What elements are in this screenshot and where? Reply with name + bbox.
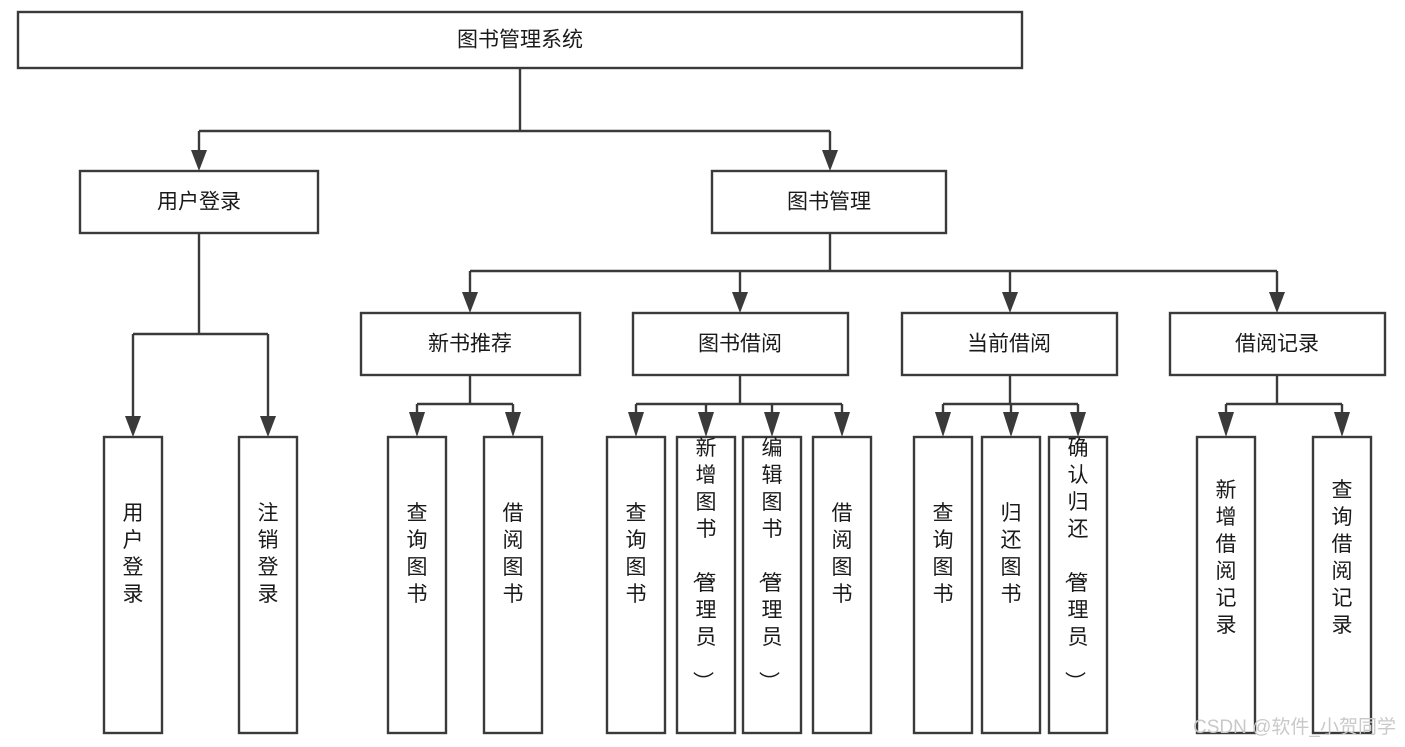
node-root-label: 图书管理系统 xyxy=(457,29,583,52)
leaf-cb-query-book-box[interactable] xyxy=(912,435,974,735)
arrow-cb-leaf2 xyxy=(1003,412,1019,437)
node-book-borrow[interactable]: 图书借阅 xyxy=(631,311,850,377)
leaf-nb-query-book-label: 查询图书 xyxy=(407,502,428,606)
arrow-nb-leaf2 xyxy=(505,412,521,437)
leaf-bb-add-book-label: 新增图书（管理员） xyxy=(691,437,717,692)
arrow-new-book xyxy=(462,292,478,313)
leaf-logout-label: 注销登录 xyxy=(258,502,279,606)
arrow-leaf-user-login xyxy=(125,416,141,437)
arrow-leaf-logout xyxy=(260,416,276,437)
leaf-node-cb-return-book[interactable]: 归还图书 xyxy=(980,435,1042,735)
leaf-node-cb-confirm-return[interactable]: 确认归还（管理员） xyxy=(1047,435,1109,735)
arrow-nb-leaf1 xyxy=(409,412,425,437)
node-user-login-box[interactable] xyxy=(78,169,320,235)
leaf-user-login-box[interactable] xyxy=(102,435,164,735)
leaf-node-bb-edit-book[interactable]: 编辑图书（管理员） xyxy=(741,435,803,735)
leaf-node-br-query-record[interactable]: 查询借阅记录 xyxy=(1311,435,1373,735)
leaf-bb-borrow-book-box[interactable] xyxy=(811,435,873,735)
arrow-current-borrow xyxy=(1002,292,1018,313)
node-current-borrow-box[interactable] xyxy=(900,311,1119,377)
arrow-cb-leaf3 xyxy=(1070,412,1086,437)
arrow-book-borrow xyxy=(732,292,748,313)
node-borrow-record-box[interactable] xyxy=(1168,311,1387,377)
arrow-cb-leaf1 xyxy=(935,412,951,437)
leaf-node-br-add-record[interactable]: 新增借阅记录 xyxy=(1195,435,1257,735)
arrow-book-manage xyxy=(822,150,838,171)
node-user-login[interactable]: 用户登录 xyxy=(78,169,320,235)
leaf-cb-confirm-return-label: 确认归还（管理员） xyxy=(1063,437,1089,692)
node-book-borrow-label: 图书借阅 xyxy=(698,333,782,356)
leaf-cb-return-book-box[interactable] xyxy=(980,435,1042,735)
leaf-cb-query-book-label: 查询图书 xyxy=(933,502,954,606)
leaf-bb-edit-book-label: 编辑图书（管理员） xyxy=(757,437,783,692)
leaf-node-nb-query-book[interactable]: 查询图书 xyxy=(386,435,448,735)
leaf-bb-query-book-box[interactable] xyxy=(605,435,667,735)
node-new-book-recommend-label: 新书推荐 xyxy=(428,333,512,356)
leaf-node-nb-borrow-book[interactable]: 借阅图书 xyxy=(482,435,544,735)
leaf-cb-return-book-label: 归还图书 xyxy=(1001,502,1022,606)
leaf-br-add-record-box[interactable] xyxy=(1195,435,1257,735)
node-root-box[interactable] xyxy=(16,10,1024,70)
node-current-borrow-label: 当前借阅 xyxy=(967,333,1051,356)
leaf-br-query-record-box[interactable] xyxy=(1311,435,1373,735)
node-borrow-record[interactable]: 借阅记录 xyxy=(1168,311,1387,377)
leaf-bb-edit-book-box[interactable] xyxy=(741,435,803,735)
node-root[interactable]: 图书管理系统 xyxy=(16,10,1024,70)
arrow-bb-leaf4 xyxy=(834,412,850,437)
node-book-manage-label: 图书管理 xyxy=(787,191,871,214)
leaf-br-add-record-label: 新增借阅记录 xyxy=(1216,479,1237,637)
arrow-bb-leaf3 xyxy=(764,412,780,437)
leaf-user-login-label: 用户登录 xyxy=(123,502,144,606)
leaf-br-query-record-label: 查询借阅记录 xyxy=(1332,479,1353,637)
leaf-nb-borrow-book-box[interactable] xyxy=(482,435,544,735)
arrow-bb-leaf2 xyxy=(698,412,714,437)
node-book-borrow-box[interactable] xyxy=(631,311,850,377)
leaf-node-cb-query-book[interactable]: 查询图书 xyxy=(912,435,974,735)
leaf-node-bb-borrow-book[interactable]: 借阅图书 xyxy=(811,435,873,735)
leaf-logout-box[interactable] xyxy=(237,435,299,735)
connector-group xyxy=(125,68,1350,437)
leaf-node-bb-query-book[interactable]: 查询图书 xyxy=(605,435,667,735)
node-user-login-label: 用户登录 xyxy=(157,191,241,214)
leaf-node-user-login[interactable]: 用户登录 xyxy=(102,435,164,735)
leaf-node-logout[interactable]: 注销登录 xyxy=(237,435,299,735)
arrow-bb-leaf1 xyxy=(628,412,644,437)
node-book-manage-box[interactable] xyxy=(710,169,948,235)
leaf-nb-query-book-box[interactable] xyxy=(386,435,448,735)
leaf-bb-query-book-label: 查询图书 xyxy=(626,502,647,606)
arrow-br-leaf1 xyxy=(1218,412,1234,437)
watermark-label: CSDN @软件_小贺同学 xyxy=(1193,716,1396,738)
leaf-bb-add-book-box[interactable] xyxy=(675,435,737,735)
node-new-book-recommend-box[interactable] xyxy=(359,311,582,377)
leaf-nb-borrow-book-label: 借阅图书 xyxy=(503,502,524,606)
arrow-borrow-record xyxy=(1269,292,1285,313)
leaf-node-bb-add-book[interactable]: 新增图书（管理员） xyxy=(675,435,737,735)
node-borrow-record-label: 借阅记录 xyxy=(1235,333,1319,356)
arrow-user-login xyxy=(191,150,207,171)
leaf-bb-borrow-book-label: 借阅图书 xyxy=(832,502,853,606)
node-new-book-recommend[interactable]: 新书推荐 xyxy=(359,311,582,377)
arrow-br-leaf2 xyxy=(1334,412,1350,437)
node-current-borrow[interactable]: 当前借阅 xyxy=(900,311,1119,377)
leaf-cb-confirm-return-box[interactable] xyxy=(1047,435,1109,735)
node-book-manage[interactable]: 图书管理 xyxy=(710,169,948,235)
